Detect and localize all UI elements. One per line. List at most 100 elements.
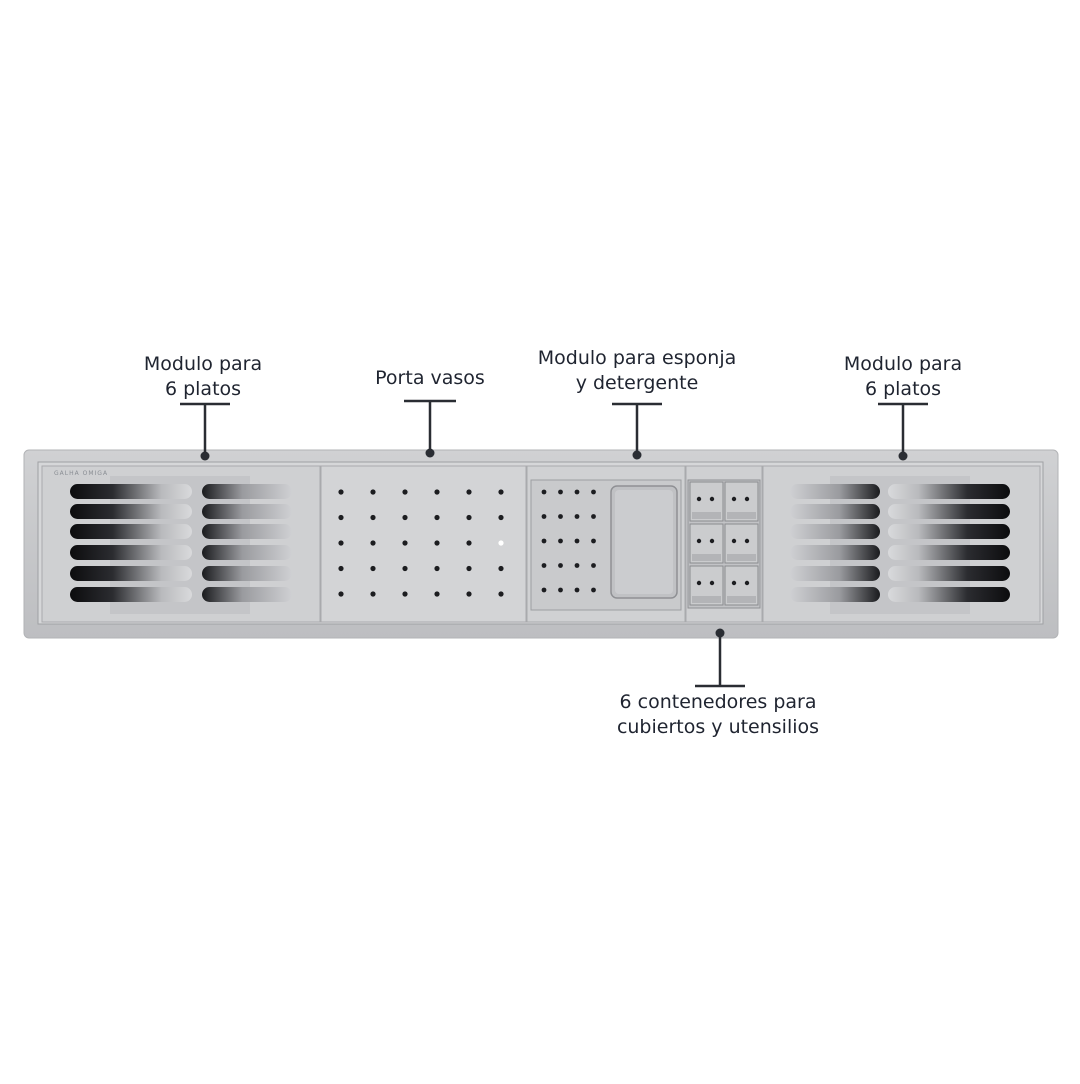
- plate-slot: [70, 524, 192, 539]
- drain-hole: [338, 514, 344, 521]
- callout-cup-holder: Porta vasos: [375, 367, 485, 389]
- plate-slot: [70, 504, 192, 519]
- container-lip: [727, 596, 756, 603]
- drain-hole: [498, 540, 504, 546]
- drain-hole: [744, 496, 750, 502]
- drain-hole: [709, 538, 715, 544]
- drain-hole: [731, 580, 737, 586]
- plate-slot: [888, 545, 1010, 560]
- plate-divider: [202, 587, 292, 602]
- sponge-module: [526, 465, 686, 623]
- plate-slot: [70, 545, 192, 560]
- plate-slot: [888, 484, 1010, 499]
- drain-hole: [434, 591, 440, 597]
- drain-hole: [498, 514, 504, 521]
- drain-hole: [709, 580, 715, 586]
- plate-divider: [790, 484, 880, 499]
- container-lip: [692, 596, 721, 603]
- container-lip: [692, 512, 721, 519]
- container-lip: [727, 512, 756, 519]
- drain-hole: [541, 563, 547, 568]
- drain-hole: [434, 540, 440, 546]
- plate-slot: [70, 587, 192, 602]
- drain-hole: [370, 540, 376, 546]
- callout-right-plates: Modulo para 6 platos: [843, 353, 963, 400]
- drain-hole: [370, 489, 376, 495]
- plate-divider: [790, 587, 880, 602]
- plate-divider: [790, 566, 880, 581]
- plate-slot: [888, 524, 1010, 539]
- drain-hole: [591, 538, 596, 544]
- leader-dot: [425, 448, 435, 458]
- drain-hole: [434, 514, 440, 521]
- plate-divider: [202, 566, 292, 581]
- drain-hole: [591, 563, 596, 568]
- drain-hole: [558, 587, 563, 593]
- drain-hole: [731, 496, 737, 502]
- drain-hole: [338, 591, 344, 597]
- drain-hole: [541, 514, 547, 519]
- drain-hole: [558, 538, 563, 544]
- plate-divider: [202, 504, 292, 519]
- leader-dot: [898, 451, 908, 461]
- drain-hole: [498, 489, 504, 495]
- cup-holder-module: [320, 465, 527, 623]
- plate-slot: [888, 566, 1010, 581]
- drain-hole: [574, 489, 580, 495]
- plate-divider: [202, 484, 292, 499]
- drain-hole: [574, 514, 580, 519]
- drain-hole: [744, 580, 750, 586]
- drain-hole: [591, 489, 596, 495]
- plate-slot: [70, 484, 192, 499]
- drain-hole: [402, 540, 408, 546]
- drain-hole: [338, 489, 344, 495]
- drain-hole: [370, 565, 376, 572]
- plate-slot: [70, 566, 192, 581]
- callout-containers: 6 contenedores para cubiertos y utensili…: [616, 691, 820, 738]
- plate-slot: [888, 504, 1010, 519]
- plate-slot: [888, 587, 1010, 602]
- left-plate-module: [41, 465, 321, 623]
- drain-hole: [541, 489, 547, 495]
- drain-hole: [466, 591, 472, 597]
- drain-hole: [466, 540, 472, 546]
- drain-hole: [558, 489, 563, 495]
- plate-divider: [790, 504, 880, 519]
- drain-hole: [558, 563, 563, 568]
- drain-hole: [434, 489, 440, 495]
- drain-hole: [402, 489, 408, 495]
- container-lip: [692, 554, 721, 561]
- plate-divider: [202, 545, 292, 560]
- drain-hole: [558, 514, 563, 519]
- drain-hole: [434, 565, 440, 572]
- drain-hole: [466, 489, 472, 495]
- drain-hole: [574, 587, 580, 593]
- leader-dot: [632, 450, 642, 460]
- drain-hole: [541, 538, 547, 544]
- drain-hole: [709, 496, 715, 502]
- drain-hole: [370, 591, 376, 597]
- drain-hole: [696, 496, 702, 502]
- plate-divider: [790, 545, 880, 560]
- drain-hole: [402, 514, 408, 521]
- drain-hole: [731, 538, 737, 544]
- drain-hole: [338, 565, 344, 572]
- drain-hole: [696, 580, 702, 586]
- drain-hole: [466, 514, 472, 521]
- brand-mark: GALHA OMIGA: [54, 470, 109, 477]
- containers-module: [685, 465, 763, 623]
- leader-dot: [200, 451, 210, 461]
- drain-hole: [338, 540, 344, 546]
- drain-hole: [591, 514, 596, 519]
- drain-hole: [370, 514, 376, 521]
- drain-hole: [402, 565, 408, 572]
- callout-sponge: Modulo para esponja y detergente: [537, 347, 737, 394]
- drain-hole: [498, 565, 504, 572]
- callout-leaders: [180, 399, 928, 688]
- drain-hole: [744, 538, 750, 544]
- drain-hole: [402, 591, 408, 597]
- drain-hole: [574, 538, 580, 544]
- container-lip: [727, 554, 756, 561]
- drain-hole: [696, 538, 702, 544]
